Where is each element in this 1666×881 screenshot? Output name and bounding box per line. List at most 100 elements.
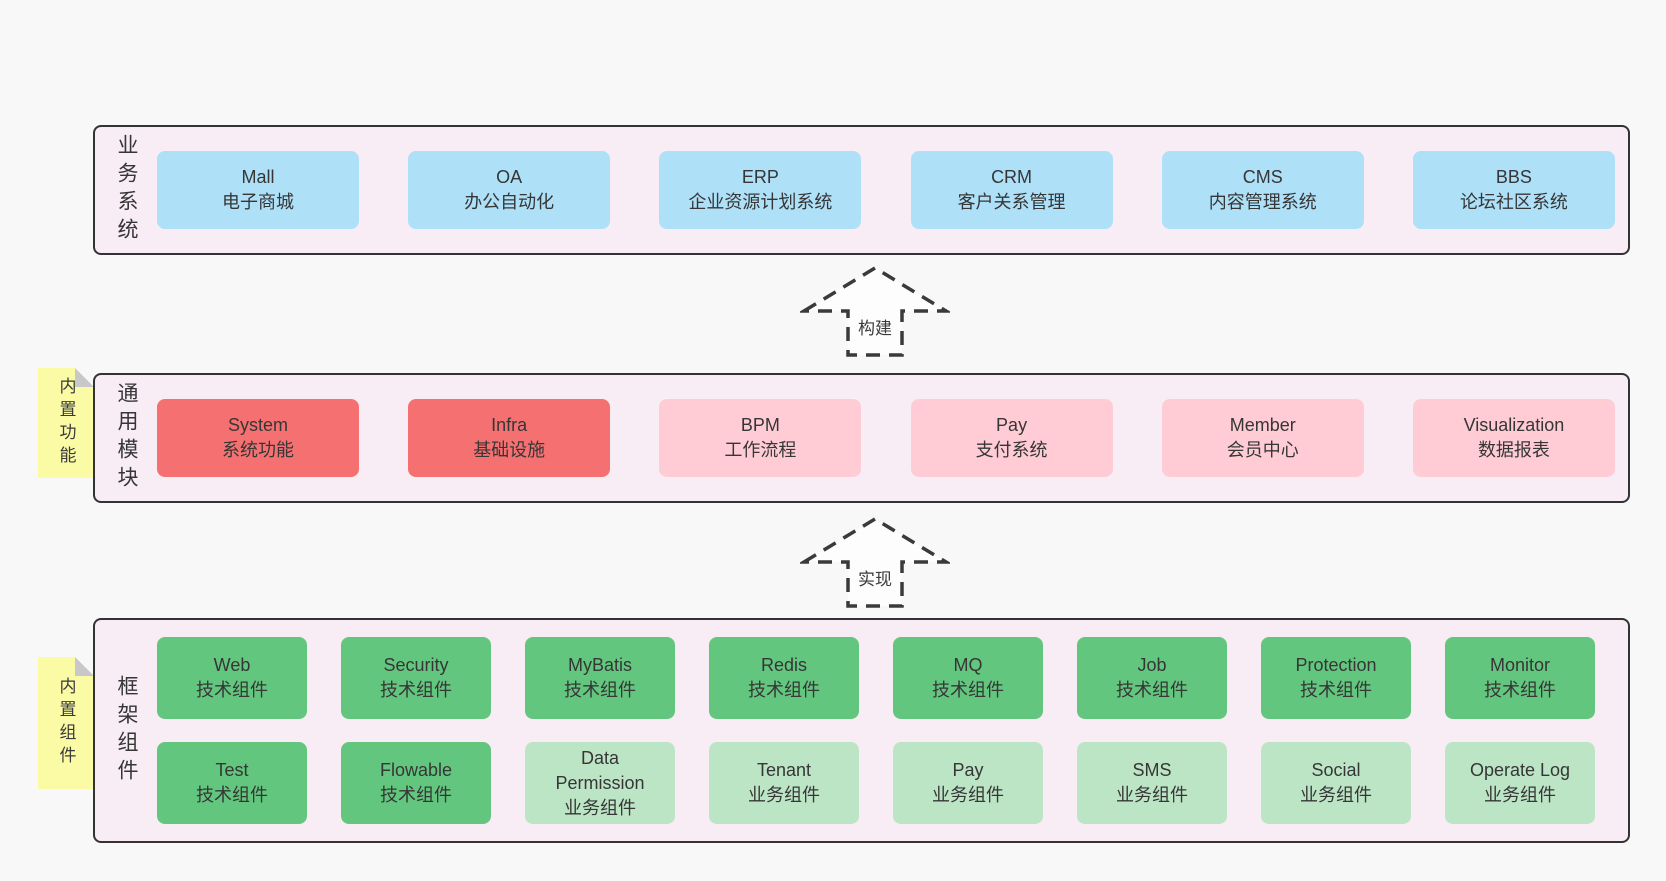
box-name: Infra bbox=[491, 415, 528, 435]
panel-common-modules: 通用模块 System 系统功能 Infra 基础设施 BPM 工作流程 Pay 支付系统 Me… bbox=[93, 373, 1630, 503]
box-subtitle: 技术组件 bbox=[564, 680, 636, 700]
box-name: BBS bbox=[1495, 167, 1532, 187]
panel-label: 业务系统 bbox=[115, 134, 138, 246]
box-subtitle: 业务组件 bbox=[748, 785, 820, 805]
box-name: Monitor bbox=[1489, 655, 1551, 675]
box-subtitle: 技术组件 bbox=[748, 680, 820, 700]
box-name: Data Permission bbox=[555, 747, 645, 793]
box-name: Member bbox=[1229, 415, 1296, 435]
box-subtitle: 电子商城 bbox=[222, 192, 294, 212]
box-pay: Pay 支付系统 bbox=[910, 399, 1113, 477]
box-name: MQ bbox=[953, 655, 983, 675]
box-subtitle: 企业资源计划系统 bbox=[688, 192, 833, 212]
box-subtitle: 内容管理系统 bbox=[1208, 192, 1317, 212]
box-social: Social 业务组件 bbox=[1261, 742, 1411, 824]
box-subtitle: 客户关系管理 bbox=[957, 192, 1066, 212]
box-subtitle: 业务组件 bbox=[564, 797, 636, 818]
folded-corner-icon bbox=[75, 368, 94, 387]
arrow-label: 实现 bbox=[855, 565, 895, 590]
panel-label: 框架组件 bbox=[115, 674, 138, 787]
box-oa: OA 办公自动化 bbox=[408, 151, 611, 229]
panel-label: 通用模块 bbox=[115, 382, 138, 494]
box-mq: MQ 技术组件 bbox=[893, 637, 1043, 719]
box-infra: Infra 基础设施 bbox=[408, 399, 611, 477]
box-subtitle: 支付系统 bbox=[975, 440, 1048, 460]
dashed-up-arrow-icon bbox=[800, 265, 950, 357]
box-subtitle: 系统功能 bbox=[222, 440, 294, 460]
panel-framework-components: 框架组件 Web 技术组件 Security 技术组件 MyBatis 技术组件 Redis… bbox=[93, 618, 1630, 843]
box-name: Pay bbox=[996, 415, 1028, 435]
box-name: Social bbox=[1311, 760, 1361, 780]
box-name: Security bbox=[383, 655, 449, 675]
box-security: Security 技术组件 bbox=[341, 637, 491, 719]
box-name: Job bbox=[1137, 655, 1167, 675]
box-name: Pay bbox=[952, 760, 984, 780]
sticky-note-label: 内置组件 bbox=[56, 677, 76, 769]
box-subtitle: 工作流程 bbox=[724, 440, 797, 460]
arrow-label: 构建 bbox=[855, 314, 895, 339]
box-name: SMS bbox=[1132, 760, 1172, 780]
box-name: CMS bbox=[1242, 167, 1283, 187]
implement-arrow: 实现 bbox=[800, 515, 950, 610]
box-name: Flowable bbox=[379, 760, 453, 780]
box-rows: System 系统功能 Infra 基础设施 BPM 工作流程 Pay 支付系统 Member 会… bbox=[157, 375, 1628, 501]
box-name: OA bbox=[496, 167, 523, 187]
box-subtitle: 技术组件 bbox=[196, 785, 268, 805]
box-name: Mall bbox=[241, 167, 275, 187]
box-bbs: BBS 论坛社区系统 bbox=[1412, 151, 1615, 229]
box-subtitle: 基础设施 bbox=[473, 440, 546, 460]
box-tenant: Tenant 业务组件 bbox=[709, 742, 859, 824]
box-subtitle: 技术组件 bbox=[1116, 680, 1188, 700]
box-name: Redis bbox=[760, 655, 808, 675]
box-protection: Protection 技术组件 bbox=[1261, 637, 1411, 719]
box-data-permission: Data Permission 业务组件 bbox=[525, 742, 675, 824]
box-mybatis: MyBatis 技术组件 bbox=[525, 637, 675, 719]
box-name: BPM bbox=[740, 415, 780, 435]
box-subtitle: 论坛社区系统 bbox=[1459, 192, 1568, 212]
box-subtitle: 技术组件 bbox=[1300, 680, 1372, 700]
box-name: CRM bbox=[991, 167, 1033, 187]
box-system: System 系统功能 bbox=[157, 399, 359, 477]
box-subtitle: 技术组件 bbox=[196, 680, 268, 700]
box-bpm: BPM 工作流程 bbox=[659, 399, 862, 477]
box-subtitle: 业务组件 bbox=[1484, 785, 1556, 805]
box-subtitle: 技术组件 bbox=[380, 680, 452, 700]
dashed-up-arrow-icon bbox=[800, 516, 950, 608]
box-mall: Mall 电子商城 bbox=[157, 151, 359, 229]
box-subtitle: 技术组件 bbox=[380, 785, 452, 805]
box-subtitle: 办公自动化 bbox=[464, 192, 555, 212]
box-subtitle: 业务组件 bbox=[1300, 785, 1372, 805]
box-web: Web 技术组件 bbox=[157, 637, 307, 719]
box-name: Web bbox=[213, 655, 251, 675]
box-name: Visualization bbox=[1463, 415, 1565, 435]
box-subtitle: 数据报表 bbox=[1477, 440, 1550, 460]
box-name: System bbox=[227, 415, 288, 435]
box-sms: SMS 业务组件 bbox=[1077, 742, 1227, 824]
box-subtitle: 技术组件 bbox=[932, 680, 1004, 700]
box-subtitle: 业务组件 bbox=[1116, 785, 1188, 805]
box-subtitle: 会员中心 bbox=[1226, 440, 1299, 460]
box-name: Protection bbox=[1295, 655, 1377, 675]
box-visualization: Visualization 数据报表 bbox=[1412, 399, 1615, 477]
box-name: MyBatis bbox=[567, 655, 632, 675]
box-member: Member 会员中心 bbox=[1161, 399, 1364, 477]
box-name: Test bbox=[215, 760, 249, 780]
folded-corner-icon bbox=[75, 657, 94, 676]
sticky-note-built-in-components: 内置组件 bbox=[38, 657, 94, 789]
sticky-note-label: 内置功能 bbox=[56, 377, 76, 469]
box-test: Test 技术组件 bbox=[157, 742, 307, 824]
box-flowable: Flowable 技术组件 bbox=[341, 742, 491, 824]
box-crm: CRM 客户关系管理 bbox=[910, 151, 1113, 229]
box-name: Tenant bbox=[756, 760, 812, 780]
